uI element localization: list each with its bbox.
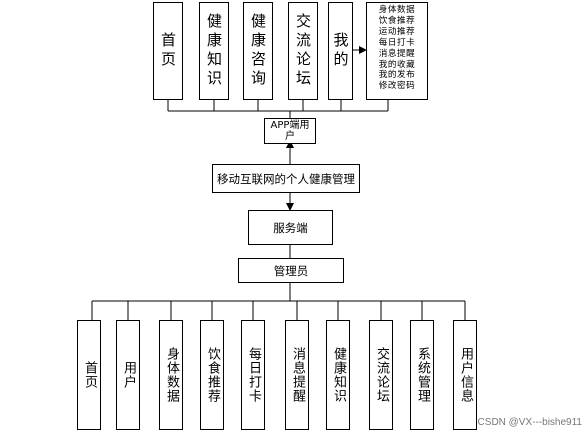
admin-module-label: 系统管理 — [415, 347, 430, 403]
admin-module-label: 首页 — [82, 361, 97, 389]
admin-module-body-data: 身体数据 — [159, 320, 183, 430]
admin-module-label: 交流论坛 — [374, 347, 389, 403]
app-module-label: 首页 — [159, 32, 177, 70]
system-box: 移动互联网的个人健康管理 — [212, 164, 360, 193]
my-feature-item: 运动推荐 — [378, 26, 416, 37]
watermark: CSDN @VX---bishe911 — [477, 417, 582, 428]
server-box: 服务端 — [248, 210, 333, 245]
admin-module-label: 身体数据 — [164, 347, 179, 403]
my-feature-item: 饮食推荐 — [378, 15, 416, 26]
app-user-box: APP端用户 — [264, 118, 316, 144]
admin-module-label: 用户 — [121, 361, 136, 389]
admin-module-user-info: 用户信息 — [453, 320, 477, 430]
app-module-home: 首页 — [153, 2, 183, 100]
app-module-label: 健康知识 — [205, 13, 223, 89]
app-module-health-knowledge: 健康知识 — [199, 2, 229, 100]
system-label: 移动互联网的个人健康管理 — [217, 171, 355, 186]
admin-module-home: 首页 — [77, 320, 101, 430]
admin-module-forum: 交流论坛 — [369, 320, 393, 430]
my-feature-item: 消息提醒 — [378, 48, 416, 59]
my-features-list: 身体数据 饮食推荐 运动推荐 每日打卡 消息提醒 我的收藏 我的发布 修改密码 — [366, 2, 428, 100]
admin-module-label: 每日打卡 — [246, 347, 261, 403]
admin-module-label: 消息提醒 — [290, 347, 305, 403]
app-module-mine: 我的 — [328, 2, 353, 100]
admin-module-label: 用户信息 — [458, 347, 473, 403]
admin-module-system: 系统管理 — [410, 320, 434, 430]
admin-module-users: 用户 — [116, 320, 140, 430]
server-label: 服务端 — [273, 220, 308, 235]
admin-module-messages: 消息提醒 — [285, 320, 309, 430]
my-feature-item: 修改密码 — [378, 81, 416, 92]
admin-label: 管理员 — [273, 263, 309, 278]
admin-module-checkin: 每日打卡 — [241, 320, 265, 430]
app-user-label: APP端用户 — [270, 120, 310, 142]
app-module-label: 健康咨询 — [249, 13, 267, 89]
app-module-forum: 交流论坛 — [288, 2, 318, 100]
admin-module-label: 饮食推荐 — [205, 347, 220, 403]
app-module-label: 我的 — [331, 32, 350, 70]
my-feature-item: 我的收藏 — [378, 59, 416, 70]
app-module-health-consult: 健康咨询 — [243, 2, 273, 100]
admin-module-health-knowledge: 健康知识 — [326, 320, 350, 430]
my-feature-item: 身体数据 — [378, 5, 416, 15]
my-feature-item: 我的发布 — [378, 70, 416, 81]
admin-box: 管理员 — [238, 258, 344, 283]
admin-module-label: 健康知识 — [331, 347, 346, 403]
admin-module-diet: 饮食推荐 — [200, 320, 224, 430]
my-feature-item: 每日打卡 — [378, 37, 416, 48]
app-module-label: 交流论坛 — [294, 13, 312, 89]
